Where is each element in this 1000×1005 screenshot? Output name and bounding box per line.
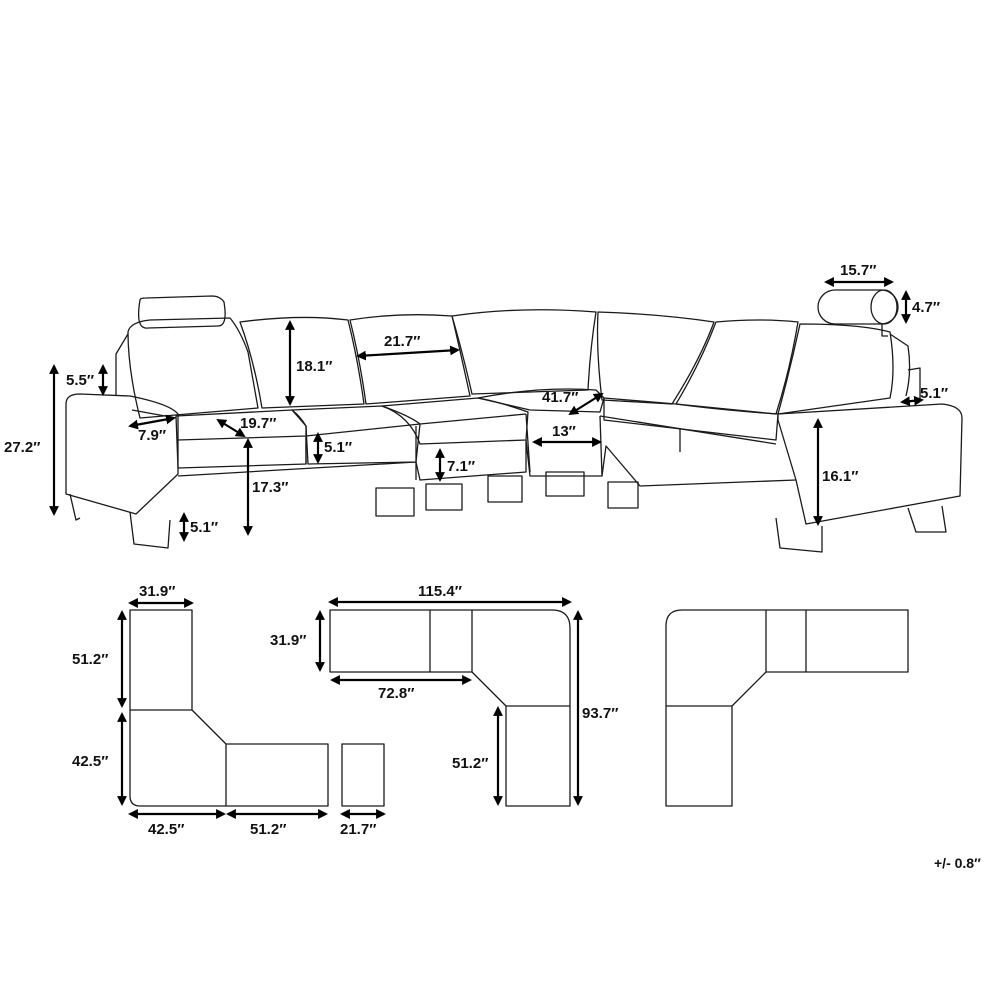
seat-height-label: 17.3″ xyxy=(252,479,288,496)
base-height-label: 7.1″ xyxy=(447,458,475,475)
total-height-label: 27.2″ xyxy=(4,439,40,456)
sofa-base xyxy=(177,439,797,487)
leg-height-left-label: 5.1″ xyxy=(190,519,218,536)
left-arm xyxy=(65,393,179,515)
seat-cushion-4 xyxy=(477,388,605,413)
back-frame-right xyxy=(889,333,911,397)
corner-diagonal-label: 41.7″ xyxy=(542,389,578,406)
plan-right-outline xyxy=(665,609,909,807)
plan-middle-short-section: 51.2″ xyxy=(452,755,488,772)
floor-plan-middle: 115.4″ 31.9″ 72.8″ 93.7″ 51.2″ xyxy=(270,583,618,807)
plan-left-outline xyxy=(129,609,329,807)
back-cushion-3 xyxy=(349,314,471,405)
plan-middle-outline xyxy=(329,609,571,807)
back-cushion-6 xyxy=(675,319,799,415)
head-offset-label: 5.5″ xyxy=(66,372,94,389)
back-cushion-5 xyxy=(596,311,715,405)
plan-middle-total-width: 115.4″ xyxy=(418,583,462,600)
headrest-height-label: 4.7″ xyxy=(912,299,940,316)
back-cushion-1 xyxy=(127,317,259,419)
headrest-width-left-label: 21.7″ xyxy=(384,333,420,350)
floor-plan-left: 31.9″ 51.2″ 42.5″ 42.5″ 51.2″ 21.7″ xyxy=(72,583,386,838)
back-height-label: 18.1″ xyxy=(296,358,332,375)
arm-width-label: 7.9″ xyxy=(138,427,166,444)
corner-front-label: 13″ xyxy=(552,423,576,440)
seat-depth-label: 19.7″ xyxy=(240,415,276,432)
plan-ottoman-width: 21.7″ xyxy=(340,821,376,838)
arm-offset-right-label: 5.1″ xyxy=(920,385,948,402)
back-cushion-7 xyxy=(777,323,894,415)
plan-left-top-width: 31.9″ xyxy=(139,583,175,600)
sofa-perspective-drawing xyxy=(65,289,963,553)
floor-plan-right xyxy=(665,609,909,807)
plan-left-upper-length: 51.2″ xyxy=(72,651,108,668)
back-cushion-4 xyxy=(451,309,597,395)
right-headrest xyxy=(817,289,899,337)
right-arm xyxy=(777,403,963,525)
sofa-legs xyxy=(69,471,947,553)
arm-height-right-label: 16.1″ xyxy=(822,468,858,485)
plan-left-bottom-length: 51.2″ xyxy=(250,821,286,838)
headrest-length-label: 15.7″ xyxy=(840,262,876,279)
plan-left-corner-width: 42.5″ xyxy=(148,821,184,838)
plan-middle-total-length: 93.7″ xyxy=(582,705,618,722)
perspective-dimensions: 5.5″ 27.2″ 7.9″ 19.7″ 18.1″ 21.7″ 5.1″ 1… xyxy=(4,262,948,542)
plan-middle-long-section: 72.8″ xyxy=(378,685,414,702)
plan-middle-depth: 31.9″ xyxy=(270,632,306,649)
seat-cushion-5 xyxy=(603,397,779,441)
back-cushion-2 xyxy=(239,316,365,409)
ottoman-plan xyxy=(341,743,385,807)
tolerance-note: +/- 0.8″ xyxy=(934,855,981,871)
left-headrest xyxy=(137,295,226,329)
back-frame-left xyxy=(115,333,129,396)
cushion-thickness-label: 5.1″ xyxy=(324,439,352,456)
plan-left-corner-height: 42.5″ xyxy=(72,753,108,770)
